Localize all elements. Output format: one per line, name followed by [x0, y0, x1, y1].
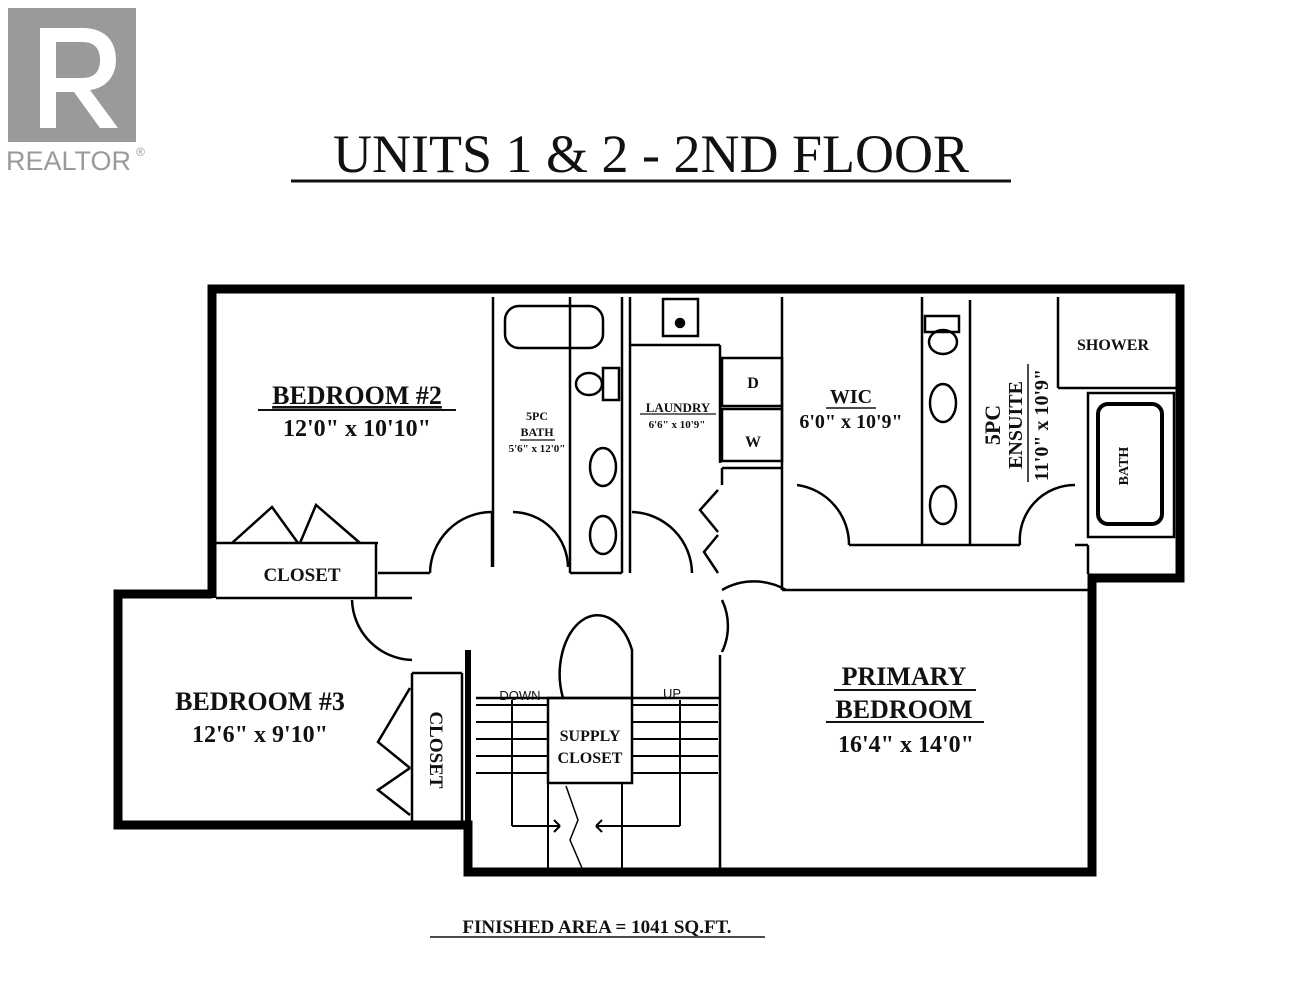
laundry-bifold: [698, 489, 720, 574]
closet-bed3-label: CLOSET: [425, 711, 446, 788]
bath5pc-sink-bottom-icon: [588, 514, 618, 556]
wic-label: WIC: [830, 386, 872, 408]
realtor-registered-mark: ®: [136, 145, 145, 159]
ensuite-sink-bottom-icon: [928, 484, 958, 526]
label-underlines: [258, 364, 1029, 723]
laundry-label: LAUNDRY: [646, 400, 711, 415]
bath5pc-label-line2: BATH: [520, 425, 554, 439]
ensuite-label-line1: 5PC: [980, 405, 1005, 445]
bath5pc-toilet-bowl-icon: [574, 371, 604, 397]
bedroom2-label: BEDROOM #2: [272, 381, 442, 410]
bath-label: BATH: [1117, 447, 1132, 486]
bedroom3-door-swing: [350, 599, 413, 662]
bath5pc-tub-icon: [503, 304, 605, 350]
supply-closet-label-line2: CLOSET: [558, 750, 623, 767]
primary-door-swing: [721, 580, 787, 592]
bath5pc-sink-top-icon: [588, 446, 618, 488]
realtor-logo: REALTOR ®: [6, 8, 145, 176]
ensuite-label-line2: ENSUITE: [1005, 381, 1027, 469]
stairs-down-label: DOWN: [499, 688, 540, 703]
interior-walls: [216, 297, 1176, 870]
page-title: UNITS 1 & 2 - 2ND FLOOR: [333, 124, 969, 184]
ensuite-bath-outer-icon: [1086, 391, 1176, 539]
supply-door-swing: [558, 614, 634, 699]
dryer-label: D: [747, 375, 759, 392]
bedroom3-label: BEDROOM #3: [175, 687, 345, 716]
washer-label: W: [745, 434, 761, 451]
closet-bed2-bifold: [231, 502, 361, 544]
exterior-walls: [113, 284, 1185, 877]
laundry-size: 6'6" x 10'9": [649, 419, 706, 431]
wic-door-swing: [796, 483, 851, 546]
finished-area-label: FINISHED AREA = 1041 SQ.FT.: [462, 917, 731, 938]
ensuite-bath-inner-icon: [1096, 402, 1164, 526]
laundry-sink-icon: [661, 297, 700, 338]
closet-bed3-bifold: [375, 687, 412, 816]
room-labels: BEDROOM #2 12'0" x 10'10" 5PC BATH 5'6" …: [175, 337, 1149, 789]
wic-size: 6'0" x 10'9": [799, 411, 902, 433]
ensuite-toilet-bowl-icon: [927, 328, 959, 356]
shower-label: SHOWER: [1077, 337, 1149, 354]
primary-bedroom-label-line2: BEDROOM: [835, 695, 972, 724]
bedroom3-size: 12'6" x 9'10": [192, 722, 328, 748]
fixtures: [503, 297, 1176, 556]
primary-bedroom-size: 16'4" x 14'0": [838, 732, 974, 758]
laundry-door-swing: [631, 510, 694, 574]
bath-door-swing: [512, 510, 570, 568]
laundry-drain-icon: [674, 317, 686, 329]
bath5pc-label-line1: 5PC: [526, 409, 548, 423]
realtor-wordmark: REALTOR: [6, 146, 131, 176]
ensuite-door-swing: [1018, 483, 1076, 546]
bedroom2-size: 12'0" x 10'10": [283, 416, 431, 442]
supply-closet-box: [546, 696, 634, 785]
staircase: [476, 696, 718, 869]
primary-bedroom-label-line1: PRIMARY: [842, 662, 967, 691]
primary-door-lower: [720, 599, 730, 653]
stairs-up-label: UP: [663, 686, 681, 701]
supply-closet-label-line1: SUPPLY: [560, 728, 621, 745]
closet-bed2-label: CLOSET: [263, 565, 340, 586]
bedroom2-door-swing: [428, 510, 494, 574]
bath5pc-size: 5'6" x 12'0": [509, 443, 566, 455]
ensuite-size: 11'0" x 10'9": [1031, 369, 1053, 481]
realtor-r-icon: [40, 28, 118, 128]
ensuite-sink-top-icon: [928, 382, 958, 424]
bath5pc-toilet-tank-icon: [601, 366, 621, 402]
doors: [231, 483, 1076, 816]
ensuite-toilet-tank-icon: [923, 314, 961, 334]
